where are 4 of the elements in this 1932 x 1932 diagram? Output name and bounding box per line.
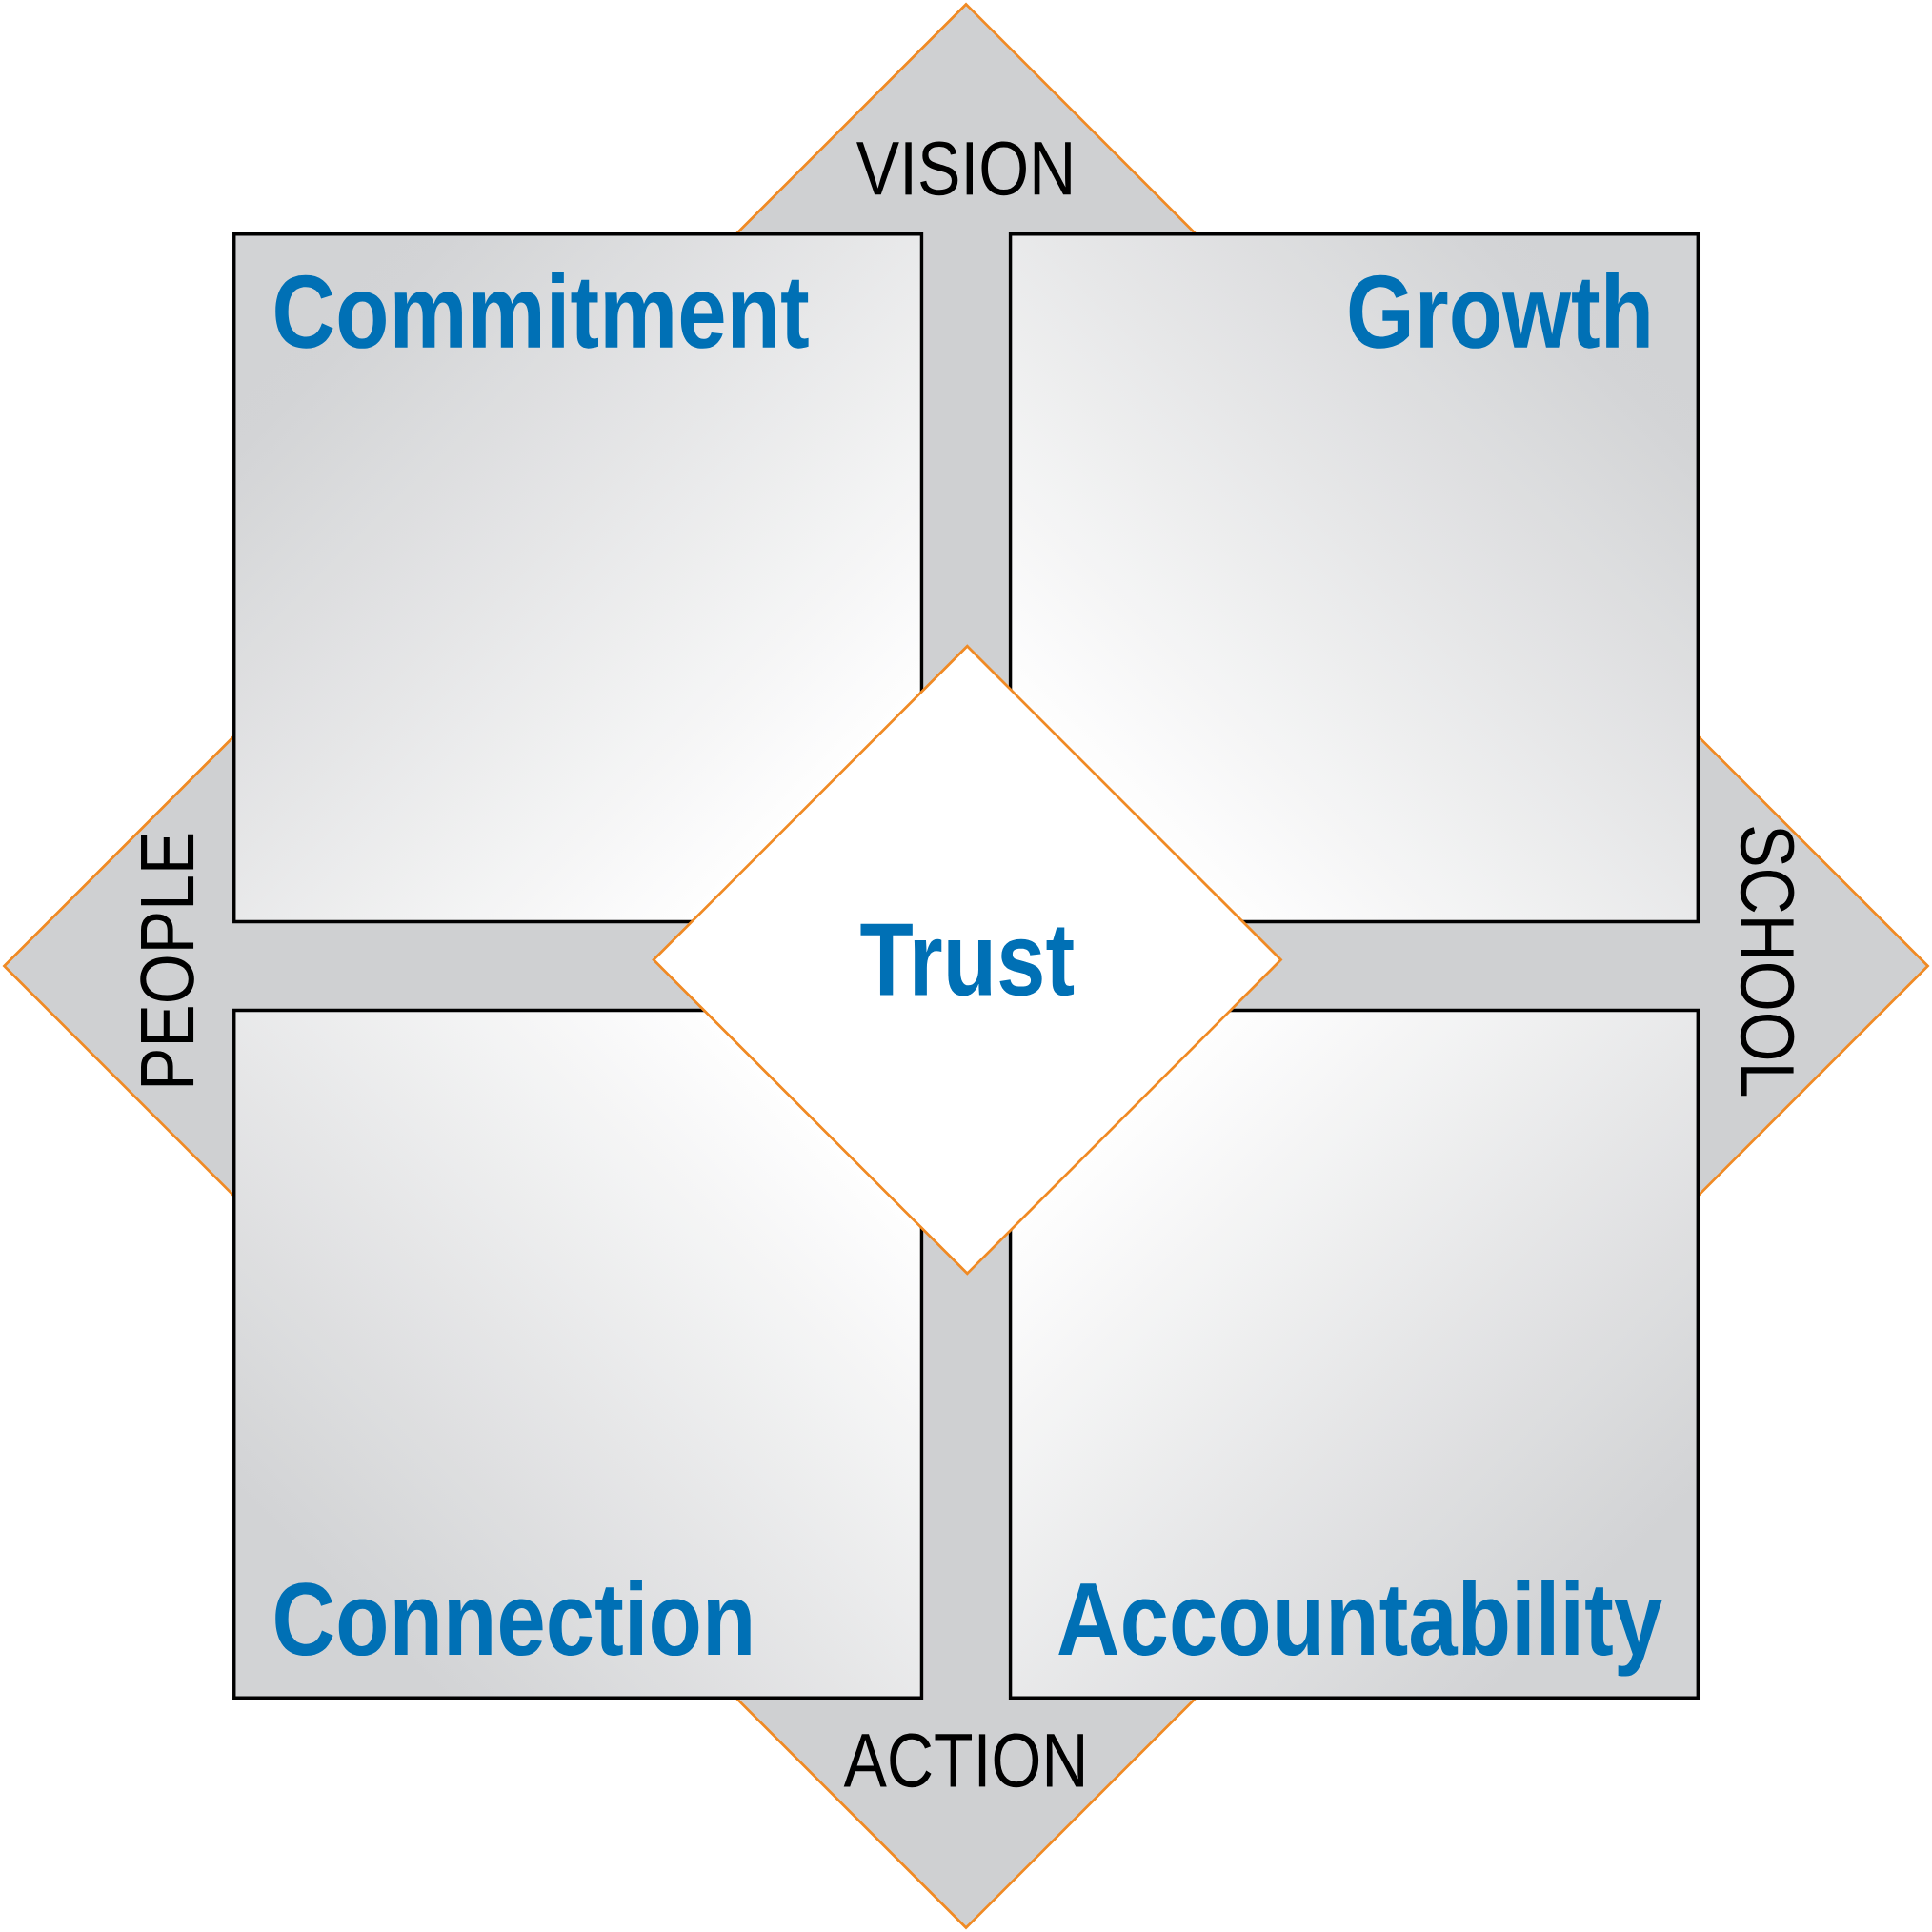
side-label: SCHOOL — [1740, 827, 1795, 1097]
side-label: PEOPLE — [140, 834, 194, 1086]
side-label: VISION — [856, 141, 1071, 196]
side-label: ACTION — [843, 1733, 1083, 1788]
